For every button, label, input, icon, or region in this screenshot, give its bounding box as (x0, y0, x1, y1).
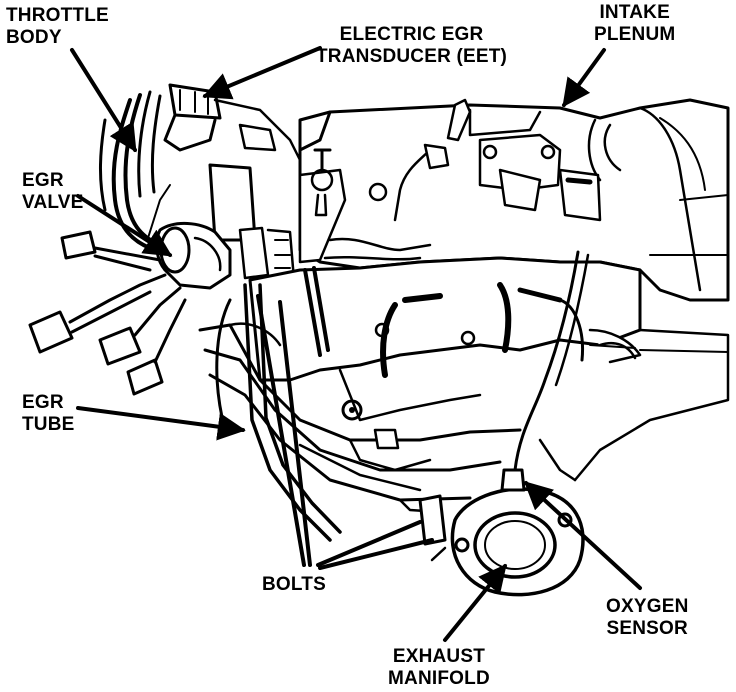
leader-throttle-body (70, 48, 137, 153)
label-egr-tube-line2: TUBE (22, 414, 75, 435)
leader-lines (70, 46, 642, 642)
label-oxygen-sensor-line2: SENSOR (606, 618, 688, 639)
label-egr-valve: EGR VALVE (22, 170, 84, 214)
leader-egr-valve (76, 194, 173, 257)
exhaust-manifold-drawing (198, 322, 522, 546)
label-intake-plenum-line2: PLENUM (594, 24, 676, 45)
label-eet-line1: ELECTRIC EGR (339, 24, 484, 45)
leader-egr-tube (76, 406, 246, 441)
leader-intake-plenum (562, 48, 606, 108)
label-exhaust-manifold: EXHAUST MANIFOLD (388, 646, 490, 690)
label-eet-line2: TRANSDUCER (EET) (316, 46, 508, 67)
leader-oxygen-sensor (523, 481, 642, 590)
label-throttle-body: THROTTLE BODY (6, 5, 109, 49)
label-oxygen-sensor-line1: OXYGEN (606, 596, 689, 617)
label-intake-plenum-line1: INTAKE (599, 2, 670, 23)
label-exhaust-manifold-line2: MANIFOLD (388, 668, 490, 689)
label-egr-valve-line1: EGR (22, 170, 64, 191)
leader-bolts-1 (256, 294, 306, 567)
label-egr-valve-line2: VALVE (22, 192, 84, 213)
label-intake-plenum: INTAKE PLENUM (594, 2, 675, 46)
label-egr-tube: EGR TUBE (22, 392, 75, 436)
label-oxygen-sensor: OXYGEN SENSOR (606, 596, 689, 640)
leader-bolts-2 (278, 300, 312, 567)
engine-block-drawing (248, 148, 730, 482)
leader-exhaust-manifold (443, 563, 507, 642)
exhaust-outlet-flange (430, 487, 585, 597)
wiring-connectors-drawing (28, 184, 187, 396)
label-exhaust-manifold-line1: EXHAUST (392, 646, 486, 667)
leader-bolts-3 (316, 520, 422, 567)
oxygen-sensor-drawing (500, 250, 637, 492)
label-throttle-body-line2: BODY (6, 27, 62, 48)
leader-eet (202, 46, 322, 100)
label-egr-tube-line1: EGR (22, 392, 64, 413)
label-eet: ELECTRIC EGR TRANSDUCER (EET) (316, 24, 507, 68)
throttle-body-drawing (99, 83, 302, 290)
label-throttle-body-line1: THROTTLE (6, 5, 109, 26)
label-bolts: BOLTS (262, 574, 326, 596)
leader-bolts-4 (318, 538, 434, 570)
label-bolts-line1: BOLTS (262, 574, 326, 595)
